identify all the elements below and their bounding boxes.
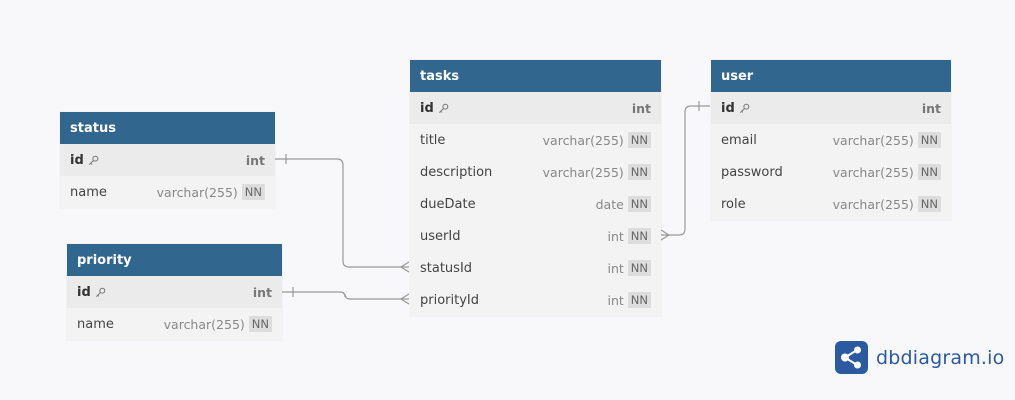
field-type: varchar(255): [832, 132, 914, 148]
not-null-badge: NN: [248, 316, 272, 332]
not-null-badge: NN: [627, 132, 651, 148]
key-icon: [438, 103, 449, 113]
brand-logo: dbdiagram.io: [835, 341, 1004, 374]
not-null-badge: NN: [917, 196, 941, 212]
field-name: id: [721, 100, 735, 116]
field-type: varchar(255): [832, 196, 914, 212]
field-type: int: [631, 100, 651, 116]
table-tasks[interactable]: tasks id int title varchar(255)NN descri…: [410, 60, 661, 316]
field-type: int: [607, 260, 624, 276]
field-name: description: [420, 164, 493, 180]
field-row[interactable]: password varchar(255)NN: [711, 156, 951, 188]
not-null-badge: NN: [627, 260, 651, 276]
table-header[interactable]: tasks: [410, 60, 661, 92]
not-null-badge: NN: [917, 164, 941, 180]
field-name: email: [721, 132, 757, 148]
field-name: priorityId: [420, 292, 479, 308]
table-header[interactable]: status: [60, 112, 275, 144]
not-null-badge: NN: [241, 184, 265, 200]
share-nodes-icon: [835, 341, 868, 374]
field-name: name: [77, 316, 114, 332]
field-type: int: [607, 292, 624, 308]
field-name: id: [420, 100, 434, 116]
field-name: name: [70, 184, 107, 200]
field-row[interactable]: description varchar(255)NN: [410, 156, 661, 188]
table-user[interactable]: user id int email varchar(255)NN passwor…: [711, 60, 951, 220]
field-type: date: [595, 196, 624, 212]
not-null-badge: NN: [627, 228, 651, 244]
table-header[interactable]: user: [711, 60, 951, 92]
field-row[interactable]: id int: [711, 92, 951, 124]
field-row[interactable]: name varchar(255)NN: [67, 308, 282, 340]
field-type: varchar(255): [832, 164, 914, 180]
key-icon: [88, 155, 99, 165]
table-status[interactable]: status id int name varchar(255)NN: [60, 112, 275, 208]
not-null-badge: NN: [627, 196, 651, 212]
field-row[interactable]: id int: [60, 144, 275, 176]
field-name: id: [77, 284, 91, 300]
relation-status-tasks: [275, 158, 409, 268]
field-name: title: [420, 132, 446, 148]
field-type: int: [252, 284, 272, 300]
not-null-badge: NN: [627, 164, 651, 180]
field-row[interactable]: title varchar(255)NN: [410, 124, 661, 156]
table-priority[interactable]: priority id int name varchar(255)NN: [67, 244, 282, 340]
key-icon: [95, 287, 106, 297]
field-name: id: [70, 152, 84, 168]
field-type: varchar(255): [163, 316, 245, 332]
field-row[interactable]: email varchar(255)NN: [711, 124, 951, 156]
field-type: varchar(255): [542, 164, 624, 180]
field-name: dueDate: [420, 196, 476, 212]
field-name: userId: [420, 228, 461, 244]
field-type: int: [921, 100, 941, 116]
field-type: varchar(255): [542, 132, 624, 148]
field-name: password: [721, 164, 783, 180]
field-type: int: [607, 228, 624, 244]
relation-priority-tasks: [282, 291, 409, 300]
brand-name: dbdiagram.io: [876, 346, 1005, 369]
field-row[interactable]: id int: [410, 92, 661, 124]
field-name: role: [721, 196, 746, 212]
not-null-badge: NN: [917, 132, 941, 148]
field-type: varchar(255): [156, 184, 238, 200]
field-row[interactable]: name varchar(255)NN: [60, 176, 275, 208]
table-header[interactable]: priority: [67, 244, 282, 276]
key-icon: [739, 103, 750, 113]
field-name: statusId: [420, 260, 473, 276]
field-row[interactable]: id int: [67, 276, 282, 308]
relation-tasks-user: [661, 105, 710, 236]
field-type: int: [245, 152, 265, 168]
field-row[interactable]: role varchar(255)NN: [711, 188, 951, 220]
not-null-badge: NN: [627, 292, 651, 308]
